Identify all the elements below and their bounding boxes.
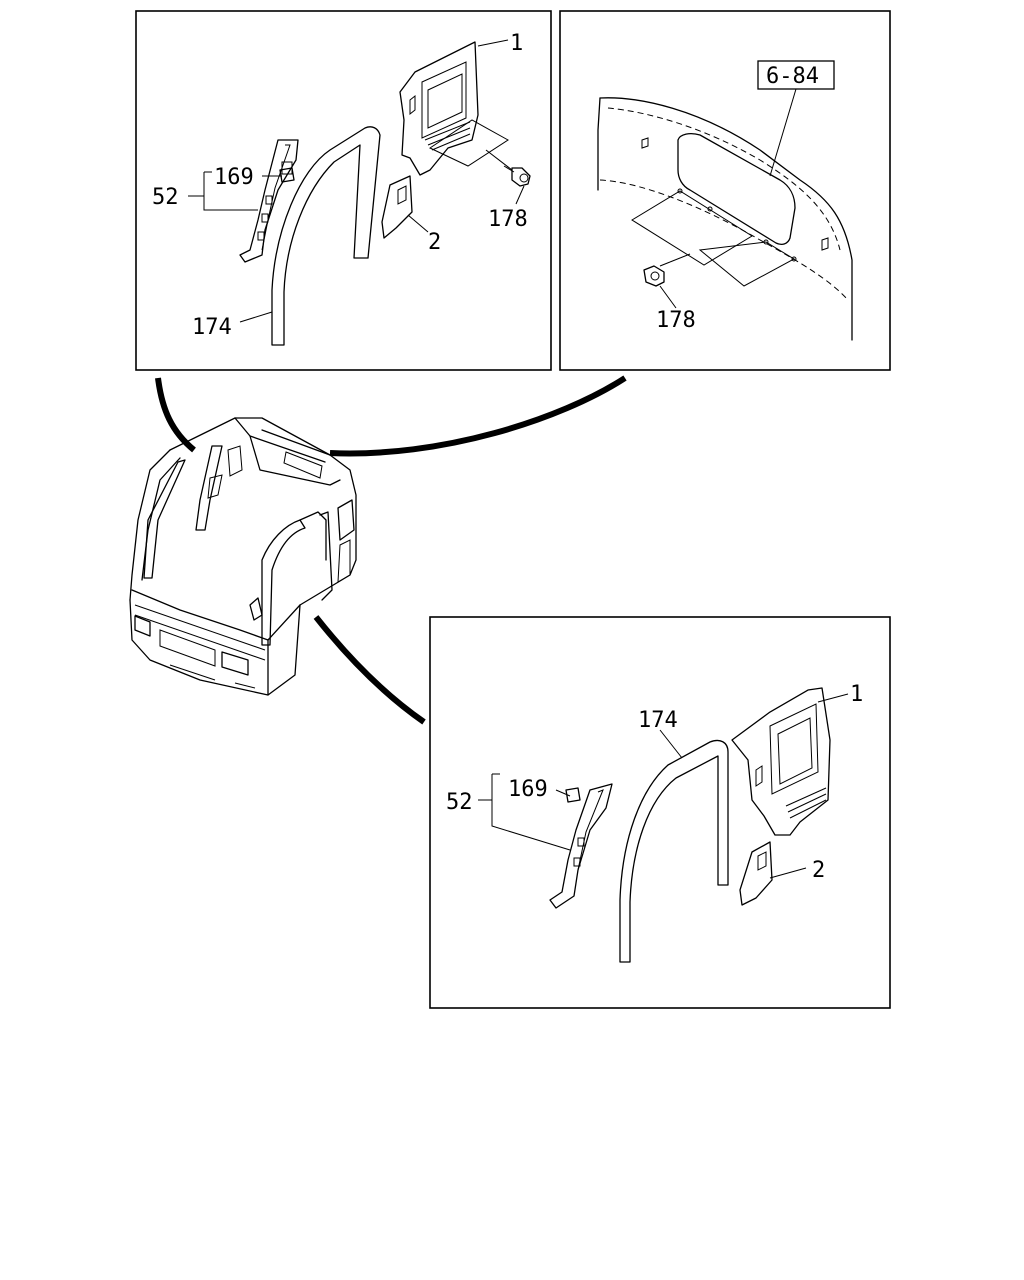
connector-top-left <box>155 377 196 453</box>
panel-bottom-right-frame <box>429 616 891 1009</box>
rear-panel-trim-top-right <box>597 97 853 341</box>
label-174-top-left: 174 <box>192 315 232 340</box>
bracket-52-bottom-right <box>491 774 571 851</box>
label-2-bottom-right: 2 <box>812 858 825 883</box>
leader-178-top-left <box>515 185 525 205</box>
label-178-top-right: 178 <box>656 308 696 333</box>
part-178-clip-top-left <box>503 165 531 187</box>
leader-174-top-left <box>239 311 273 323</box>
ref-label-6-84: 6-84 <box>766 64 819 89</box>
part-169-clip-top-left <box>279 167 295 183</box>
part-169-clip-bottom-right <box>565 787 581 803</box>
leader-1-top-left <box>477 39 509 47</box>
label-1-top-left: 1 <box>510 31 523 56</box>
panel-top-right-frame <box>559 10 891 371</box>
attachment-plane-b-top-right <box>698 241 796 287</box>
leader-178-guide-top-right <box>669 253 691 263</box>
label-169-bottom-right: 169 <box>508 777 548 802</box>
label-52-top-left: 52 <box>152 185 179 210</box>
label-169-top-left: 169 <box>214 165 254 190</box>
leader-169-bottom-right <box>555 789 571 797</box>
attachment-plane-top-left <box>428 119 509 167</box>
part-52-pillar-trim-bottom-right <box>549 783 613 909</box>
bracket-52-top-left <box>203 172 258 211</box>
panel-top-left-frame <box>135 10 552 371</box>
connector-top-right <box>329 375 627 457</box>
label-174-bottom-right: 174 <box>638 708 678 733</box>
leader-178-guide-top-left <box>485 149 513 171</box>
part-2-lower-trim-top-left <box>381 175 413 239</box>
label-178-top-left: 178 <box>488 207 528 232</box>
cab-overview-illustration <box>129 417 357 696</box>
part-174-weatherstrip-top-left <box>271 126 381 346</box>
part-52-pillar-trim-top-left <box>239 139 299 263</box>
leader-2-bottom-right <box>769 867 807 879</box>
part-178-clip-top-right <box>643 261 671 287</box>
leader-ref-6-84 <box>769 88 797 177</box>
leader-178-top-right <box>659 285 677 309</box>
connector-bottom-right <box>313 615 426 725</box>
part-2-lower-trim-bottom-right <box>739 841 773 906</box>
part-174-weatherstrip-bottom-right <box>619 739 729 963</box>
part-1-quarter-panel-bottom-right <box>731 687 831 836</box>
leader-174-bottom-right <box>659 729 683 759</box>
label-52-bottom-right: 52 <box>446 790 473 815</box>
label-1-bottom-right: 1 <box>850 682 863 707</box>
part-1-quarter-panel-top-left <box>399 41 479 176</box>
leader-1-bottom-right <box>817 693 849 703</box>
label-2-top-left: 2 <box>428 230 441 255</box>
attachment-plane-a-top-right <box>631 190 753 266</box>
leader-2-top-left <box>407 214 429 233</box>
